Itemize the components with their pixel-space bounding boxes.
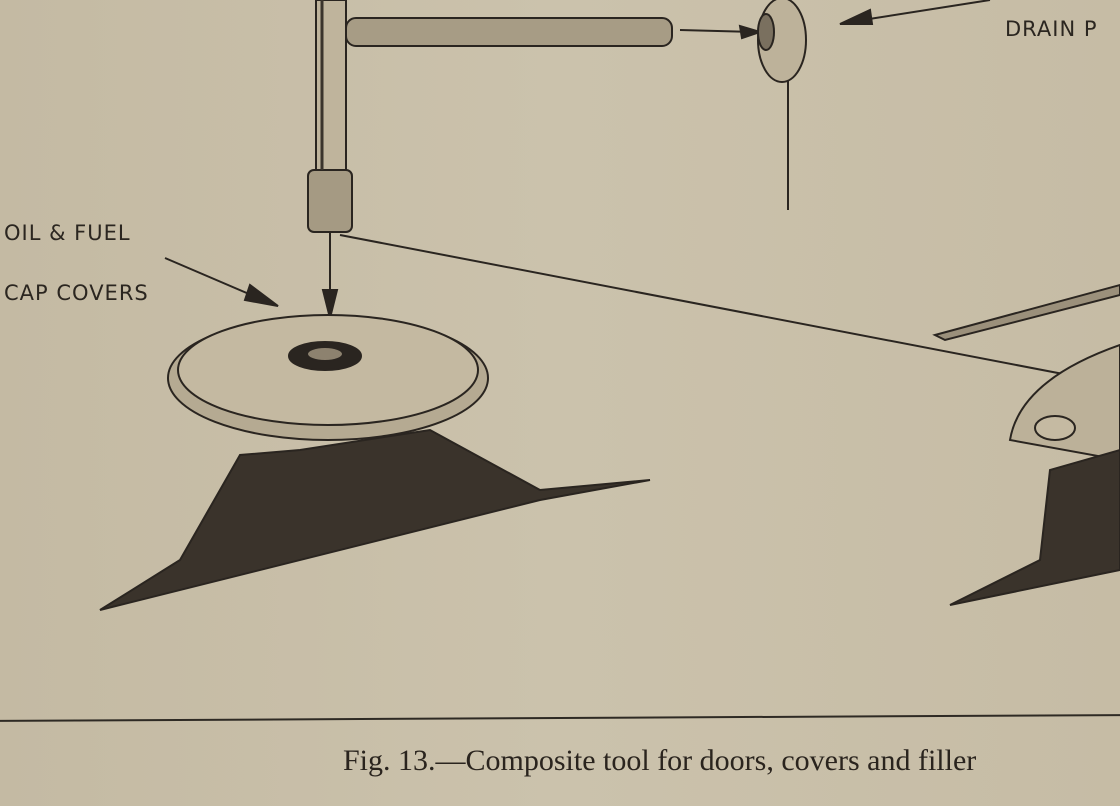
filler-part xyxy=(932,283,1120,606)
figure-caption: Fig. 13.—Composite tool for doors, cover… xyxy=(343,744,977,777)
drain-plug xyxy=(757,0,807,83)
drain-plug-label: DRAIN P xyxy=(1005,17,1098,41)
cap-cover xyxy=(99,314,651,611)
oil-fuel-label-line2: CAP COVERS xyxy=(4,281,149,305)
oil-fuel-label-line1: OIL & FUEL xyxy=(4,221,131,245)
t-handle-tool xyxy=(307,0,673,233)
